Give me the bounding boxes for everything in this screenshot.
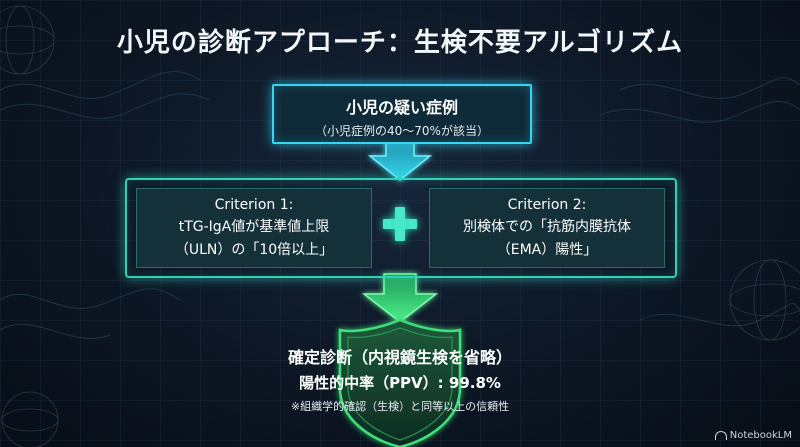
contour-lines-left — [0, 71, 211, 339]
brand-label: NotebookLM — [729, 430, 792, 441]
plus-icon — [383, 207, 417, 241]
suspected-case-label: 小児の疑い症例 — [345, 98, 458, 117]
result-ppv: 陽性的中率（PPV）: 99.8% — [299, 374, 501, 392]
suspected-case-note: （小児症例の40〜70%が該当） — [315, 124, 489, 138]
shield-icon — [338, 318, 462, 447]
criterion-1-line2: （ULN）の「10倍以上」 — [174, 242, 334, 258]
result-note: ※組織学的確認（生検）と同等以上の信頼性 — [290, 400, 510, 413]
brand-watermark: NotebookLM — [714, 430, 792, 441]
notebooklm-logo-icon — [714, 431, 727, 440]
criteria-frame — [125, 178, 677, 278]
mesh-sphere-right — [1, 259, 800, 447]
arrow-down-1 — [367, 139, 433, 181]
mesh-sphere-left — [0, 5, 55, 75]
result-diagnosis: 確定診断（内視鏡生検を省略） — [287, 348, 512, 367]
contour-lines-right — [599, 77, 800, 327]
arrow-down-2 — [361, 273, 439, 323]
criterion-1-title: Criterion 1: — [214, 197, 294, 213]
criterion-2-line1: 別検体での「抗筋内膜抗体 — [463, 219, 631, 235]
criterion-2-box: Criterion 2: 別検体での「抗筋内膜抗体 （EMA）陽性」 — [429, 188, 665, 268]
criterion-2-title: Criterion 2: — [507, 197, 587, 213]
criterion-2-line2: （EMA）陽性」 — [496, 242, 598, 258]
criterion-1-line1: tTG-IgA値が基準値上限 — [178, 219, 330, 235]
criterion-1-box: Criterion 1: tTG-IgA値が基準値上限 （ULN）の「10倍以上… — [136, 188, 372, 268]
shield-inner-icon — [347, 327, 453, 441]
result-block: 確定診断（内視鏡生検を省略） 陽性的中率（PPV）: 99.8% ※組織学的確認… — [0, 344, 800, 414]
page-title: 小児の診断アプローチ：生検不要アルゴリズム — [116, 28, 684, 58]
suspected-case-box: 小児の疑い症例 （小児症例の40〜70%が該当） — [272, 84, 532, 144]
